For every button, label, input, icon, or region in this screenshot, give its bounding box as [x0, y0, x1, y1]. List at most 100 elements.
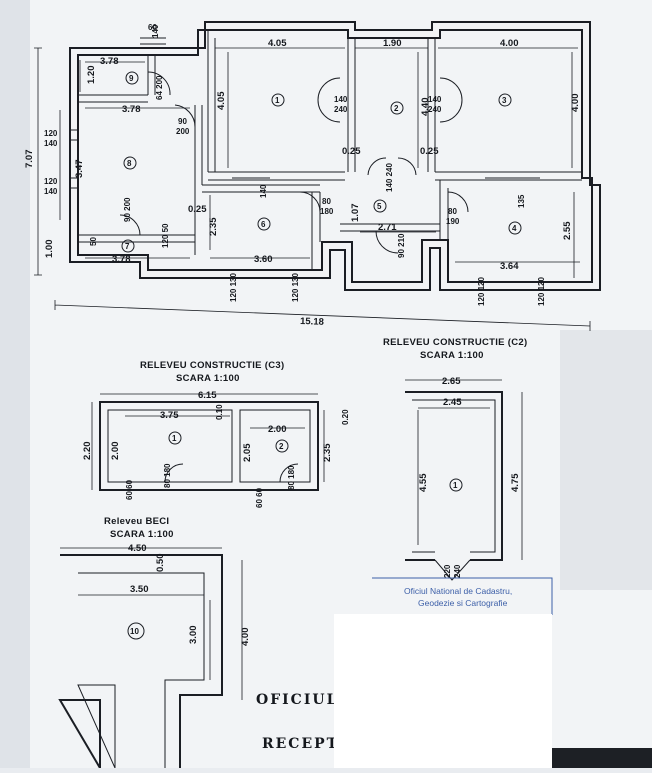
room-8-label: 8: [127, 159, 132, 168]
c2-scale: SCARA 1:100: [420, 350, 484, 361]
c2-outer-width: 2.65: [442, 376, 461, 387]
dim-room4-height: 2.55: [562, 221, 573, 240]
opening-door-4a: 80: [448, 207, 457, 216]
opening-bottom-4b: 120 120: [537, 277, 546, 306]
beci-scale: SCARA 1:100: [110, 529, 174, 540]
dim-room1-height: 4.05: [216, 91, 227, 110]
c2-door-a: 220: [443, 564, 452, 578]
dim-overall-height: 7.07: [24, 150, 35, 169]
stamp-line1: Oficiul National de Cadastru,: [404, 586, 512, 596]
room-4-label: 4: [512, 224, 517, 233]
c3-room1-height: 2.00: [110, 442, 121, 461]
plan-c3: RELEVEU CONSTRUCTIE (C3) SCARA 1:100 6.1…: [82, 360, 350, 508]
dim-wall-a: 0.25: [342, 146, 361, 157]
beci-inner-width: 3.50: [130, 584, 149, 595]
c3-scale: SCARA 1:100: [176, 373, 240, 384]
opening-door-23a: 140: [428, 95, 442, 104]
dim-wall-b: 0.25: [420, 146, 439, 157]
opening-bottom-4a: 120 120: [477, 277, 486, 306]
c3-room2-width: 2.00: [268, 424, 287, 435]
c2-title: RELEVEU CONSTRUCTIE (C2): [383, 337, 527, 348]
dim-top-left-a: 3.78: [100, 56, 119, 67]
opening-door-8b: 200: [176, 127, 190, 136]
opening-door-5: 140 240: [385, 163, 394, 192]
dim-room4-width: 3.64: [500, 261, 519, 272]
c3-room2-height: 2.05: [242, 443, 253, 462]
opening-door-12b: 240: [334, 105, 348, 114]
c3-window1: 60 60: [125, 479, 134, 500]
room-7-label: 7: [125, 242, 130, 251]
beci-inner-height: 3.00: [188, 626, 199, 645]
c3-partition: 0.10: [215, 404, 224, 420]
opening-left-window-b2: 140: [44, 187, 58, 196]
dim-room7-width: 3.78: [112, 254, 131, 265]
room-5-label: 5: [377, 202, 382, 211]
opening-door-6b: 180: [320, 207, 334, 216]
beci-wall: 0.50: [155, 554, 166, 573]
opening-top-window-b: 60: [148, 23, 157, 32]
dim-top-left-b: 3.78: [122, 104, 141, 115]
opening-door-5b: 90 210: [397, 233, 406, 258]
c3-room-2: 2: [279, 442, 284, 451]
room-3-label: 3: [502, 96, 507, 105]
c2-door-b: 240: [453, 564, 462, 578]
beci-room-10: 10: [130, 627, 139, 636]
opening-window-4: 135: [517, 194, 526, 208]
opening-bottom-6a: 120 130: [229, 273, 238, 302]
beci-outer-width: 4.50: [128, 543, 147, 554]
opening-top-window: 140: [151, 24, 160, 38]
opening-left-window-b1: 120: [44, 177, 58, 186]
c3-room1-width: 3.75: [160, 410, 179, 421]
opening-door-7a: 50: [89, 237, 98, 246]
c3-door2: 80 180: [287, 465, 296, 490]
c2-outer-height: 4.75: [510, 473, 521, 492]
opening-door-9: 64 200: [155, 75, 164, 100]
opening-left-window-a2: 140: [44, 139, 58, 148]
dim-room9-height: 1.20: [86, 66, 97, 85]
opening-left-window-a1: 120: [44, 129, 58, 138]
opening-door-23b: 240: [428, 105, 442, 114]
c3-overall-width: 6.15: [198, 390, 217, 401]
room-2-label: 2: [394, 104, 399, 113]
opening-door-12a: 140: [334, 95, 348, 104]
opening-window-6: 140: [259, 184, 268, 198]
c3-title: RELEVEU CONSTRUCTIE (C3): [140, 360, 284, 371]
stamp-line2: Geodezie si Cartografie: [418, 598, 508, 608]
c3-room-1: 1: [172, 434, 177, 443]
cadastre-stamp: Oficiul National de Cadastru, Geodezie s…: [372, 577, 553, 615]
room-9-label: 9: [129, 74, 134, 83]
c2-room-1: 1: [453, 481, 458, 490]
dim-overall-width: 15.18: [300, 316, 324, 328]
dim-wall-d: 1.07: [350, 204, 361, 223]
redaction-block: [334, 614, 552, 768]
dim-room6-width: 3.60: [254, 254, 273, 265]
c2-inner-width: 2.45: [443, 397, 462, 408]
opening-door-8a: 90: [178, 117, 187, 126]
plan-c2: RELEVEU CONSTRUCTIE (C2) SCARA 1:100 2.6…: [383, 337, 527, 581]
beci-outer-height: 4.00: [240, 628, 251, 647]
c3-door1: 80 180: [163, 463, 172, 488]
dim-room3-height: 4.00: [570, 94, 581, 113]
opening-door-7c: 120 50: [161, 223, 170, 248]
room-markers: 1 2 3 4 5 6 7 8 9: [121, 71, 522, 253]
c2-inner-height: 4.55: [418, 473, 429, 492]
dim-room3-width: 4.00: [500, 38, 519, 49]
dim-room1-width: 4.05: [268, 38, 287, 49]
beci-title: Releveu BECI: [104, 516, 169, 527]
main-plan: 3.78 3.78 4.05 1.90 4.00 7.07 15.18 3.47…: [24, 21, 601, 331]
c3-wall: 0.20: [341, 409, 350, 425]
opening-door-4b: 190: [446, 217, 460, 226]
opening-door-6a: 80: [322, 197, 331, 206]
opening-window-7: 90 200: [123, 197, 132, 222]
dim-room5-width: 2.71: [378, 222, 397, 233]
plan-beci: Releveu BECI SCARA 1:100 4.50 0.50 3.50 …: [58, 516, 251, 772]
dark-edge: [552, 748, 652, 768]
dim-room2-width: 1.90: [383, 38, 402, 49]
dim-room2-height: 4.40: [420, 98, 431, 117]
footer-office: OFICIUL D: [256, 692, 359, 708]
dim-room6-height: 2.35: [208, 217, 219, 236]
room-1-label: 1: [275, 96, 280, 105]
dim-room7-height: 1.00: [44, 240, 55, 259]
dim-wall-c: 0.25: [188, 204, 207, 215]
